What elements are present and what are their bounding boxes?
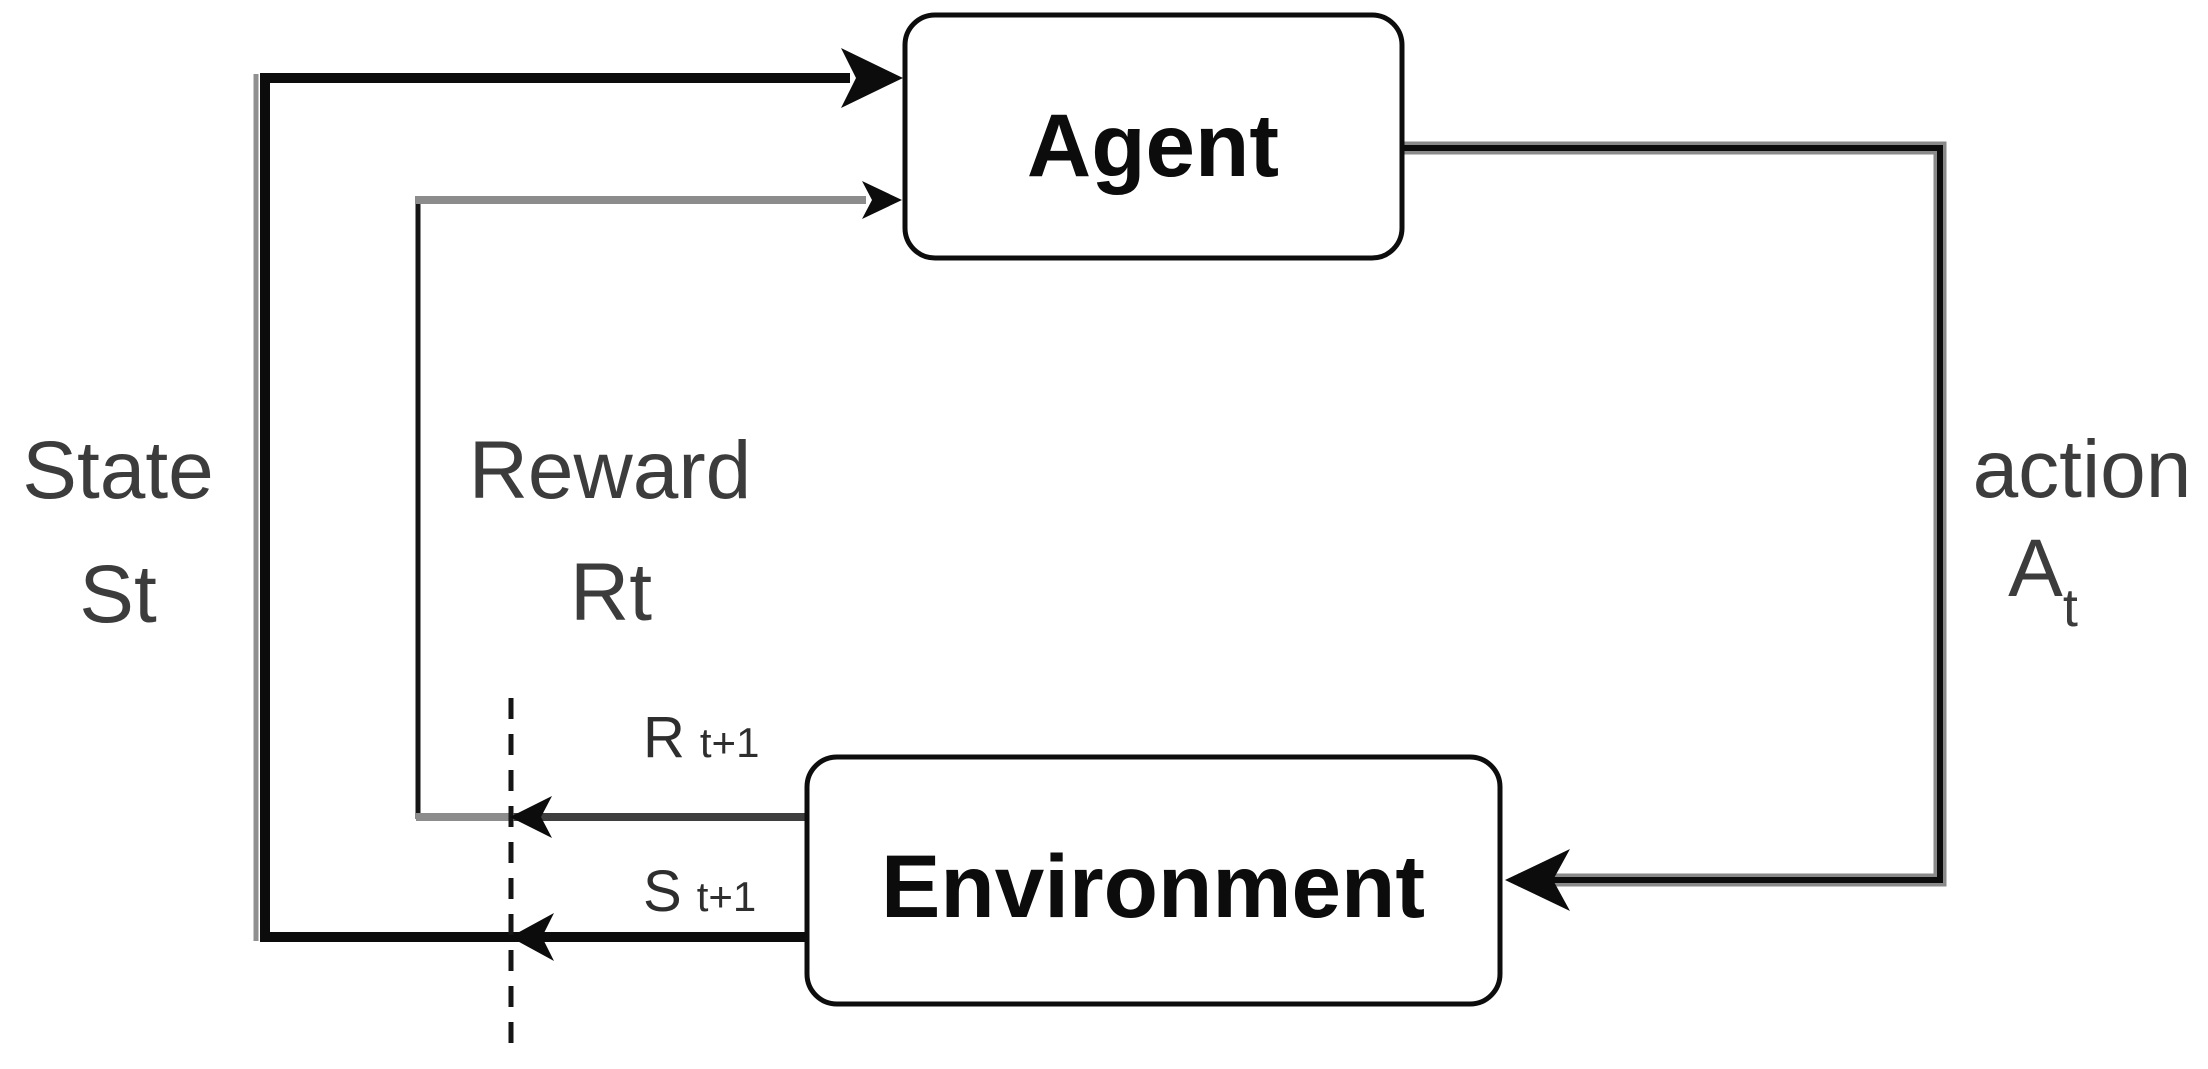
- action-loop-line: [1400, 145, 1943, 883]
- state-return-arrowhead-icon: [510, 913, 554, 961]
- action-symbol-base: A: [2008, 523, 2063, 614]
- reward-symbol: Rt: [570, 547, 652, 638]
- state-label: State: [22, 425, 213, 516]
- reward-next-subscript: t+1: [700, 719, 760, 766]
- reward-next-base: R: [643, 705, 685, 770]
- state-into-agent-arrowhead-icon: [841, 48, 903, 108]
- action-symbol: At: [2008, 523, 2078, 638]
- agent-label: Agent: [1027, 95, 1279, 195]
- action-label: action: [1973, 424, 2192, 515]
- environment-label: Environment: [881, 836, 1425, 936]
- action-symbol-subscript: t: [2063, 578, 2078, 638]
- reward-label: Reward: [469, 425, 752, 516]
- agent-box: [902, 12, 1405, 261]
- reward-return-arrowhead-icon: [510, 796, 552, 838]
- state-next-subscript: t+1: [697, 873, 757, 920]
- reward-into-agent-arrowhead-icon: [862, 181, 902, 219]
- state-symbol: St: [79, 549, 157, 640]
- environment-box: [804, 754, 1503, 1007]
- action-into-environment-arrowhead-icon: [1505, 849, 1570, 911]
- state-next-base: S: [643, 859, 682, 924]
